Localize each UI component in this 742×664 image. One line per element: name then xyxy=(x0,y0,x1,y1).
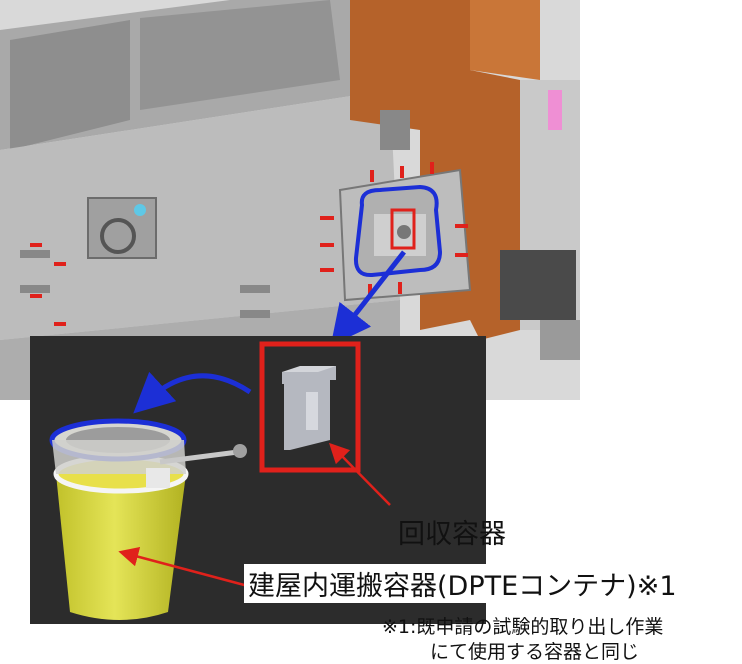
transport-container-label: 建屋内運搬容器(DPTEコンテナ)※1 xyxy=(244,564,681,603)
footnote-line-2: にて使用する容器と同じ xyxy=(430,641,640,663)
recovery-container-label: 回収容器 xyxy=(398,519,506,550)
recovery-container xyxy=(259,341,361,473)
transfer-arrow xyxy=(133,371,252,414)
recovery-leader-arrow xyxy=(328,442,391,506)
dpte-leader-arrow xyxy=(118,546,249,588)
footnote-line-1: ※1:既申請の試験的取り出し作業 xyxy=(382,616,664,638)
